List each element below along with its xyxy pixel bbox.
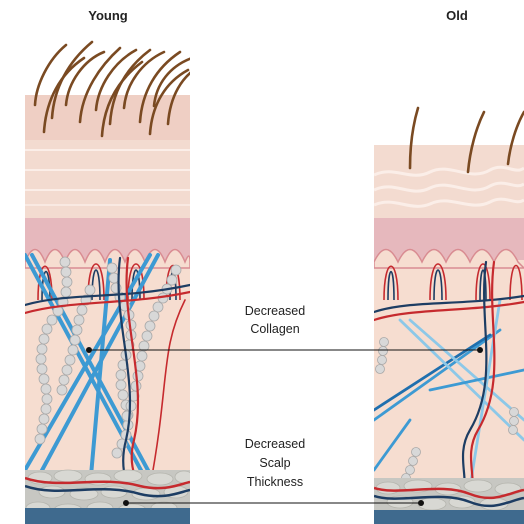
collagen-pointer-young [86,347,92,353]
young-title: Young [88,8,128,23]
thickness-pointer-old [418,500,424,506]
old-skin-section [374,108,524,524]
collagen-label-line2: Collagen [250,322,299,336]
collagen-label-line1: Decreased [245,304,305,318]
old-title: Old [446,8,468,23]
thickness-label-line1: Decreased [245,437,305,451]
thickness-label-line2: Scalp [259,456,290,470]
collagen-pointer-old [477,347,483,353]
thickness-pointer-young [123,500,129,506]
young-skin-section [25,42,200,524]
thickness-label-line3: Thickness [247,475,303,489]
